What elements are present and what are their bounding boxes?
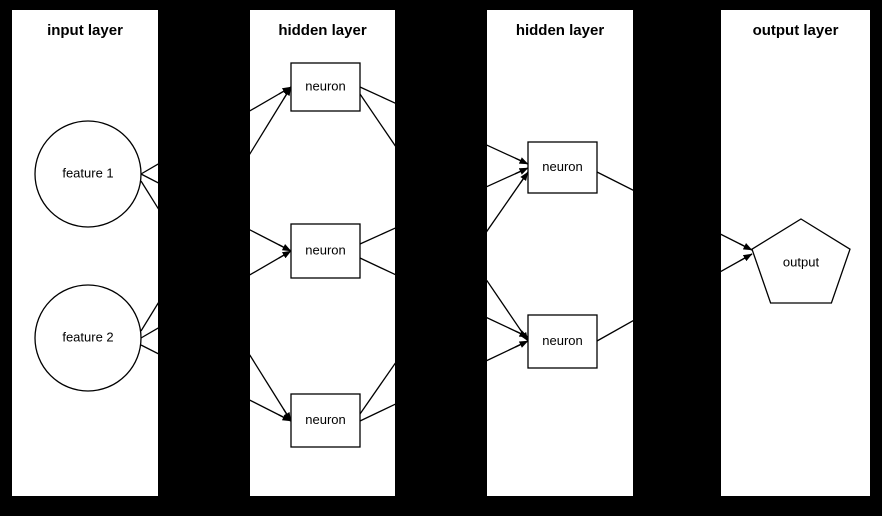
edge-feature2-to-hidden1-neuron3 <box>250 399 292 422</box>
edge-feature2-to-hidden1-neuron1-arrowhead <box>283 86 292 100</box>
layer-title-output: output layer <box>752 22 839 39</box>
node-feature-2[interactable]: feature 2 <box>34 284 142 392</box>
edge-feature1-to-hidden1-neuron2-arrowhead <box>278 244 292 252</box>
edge-feature2-to-hidden1-neuron1 <box>250 86 292 155</box>
hidden1-neuron-3-label: neuron <box>305 412 345 427</box>
hidden2-neuron-1-label: neuron <box>542 159 582 174</box>
hidden1-neuron-2-label: neuron <box>305 242 345 257</box>
feature-1-label: feature 1 <box>62 165 113 180</box>
edge-hidden2-neuron1-to-output-arrowhead <box>739 243 753 251</box>
edge-hidden1-neuron1-to-hidden2-neuron1 <box>359 86 395 104</box>
edge-hidden1-neuron3-to-hidden2-neuron1-arrowhead <box>519 171 529 184</box>
layer-shapes-input: feature 1 feature 2 <box>34 120 158 392</box>
layer-title-hidden-2: hidden layer <box>515 22 605 39</box>
hidden1-neuron-1-label: neuron <box>305 78 345 93</box>
node-hidden2-neuron-2[interactable]: neuron <box>527 314 598 369</box>
edge-hidden1-neuron1-to-hidden2-neuron1 <box>487 144 529 165</box>
edge-hidden2-neuron2-to-output-arrowhead <box>739 253 753 262</box>
clipped-edges-output <box>721 233 753 273</box>
edge-hidden1-neuron3-to-hidden2-neuron2 <box>359 403 395 422</box>
edge-hidden1-neuron3-to-hidden2-neuron1 <box>487 171 529 233</box>
edge-hidden2-neuron2-to-output <box>596 320 633 342</box>
node-output-node[interactable]: output <box>751 218 851 304</box>
edge-hidden1-neuron2-to-hidden2-neuron1-arrowhead <box>514 167 529 175</box>
edge-hidden1-neuron2-to-hidden2-neuron2 <box>487 317 529 338</box>
edge-hidden1-neuron2-to-hidden2-neuron1 <box>487 167 529 188</box>
layer-title-input: input layer <box>47 22 123 39</box>
edge-hidden1-neuron2-to-hidden2-neuron2-arrowhead <box>515 330 529 338</box>
edge-hidden2-neuron2-to-output <box>721 253 753 273</box>
edge-feature1-to-hidden1-neuron1 <box>250 86 292 112</box>
edge-hidden1-neuron3-to-hidden2-neuron1 <box>359 362 395 415</box>
layer-shapes-hidden-2: neuron neuron <box>487 141 633 369</box>
edge-feature2-to-hidden1-neuron2-arrowhead <box>278 250 292 259</box>
layer-shapes-output: output <box>721 218 851 304</box>
layer-panel-hidden-1: hidden layer neuron neuron neuron <box>250 10 395 496</box>
edge-hidden1-neuron3-to-hidden2-neuron2 <box>487 340 529 362</box>
edge-hidden1-neuron2-to-hidden2-neuron2 <box>359 257 395 276</box>
clipped-edges-hidden-2 <box>487 144 633 362</box>
node-hidden2-neuron-1[interactable]: neuron <box>527 141 598 194</box>
edge-hidden1-neuron3-to-hidden2-neuron2-arrowhead <box>515 340 529 348</box>
output-node-label: output <box>783 254 820 269</box>
edge-hidden1-neuron1-to-hidden2-neuron2 <box>359 93 395 147</box>
layer-panel-input: input layer feature 1 feature 2 <box>12 10 158 496</box>
edge-feature2-to-hidden1-neuron3-arrowhead <box>278 414 292 422</box>
node-hidden1-neuron-1[interactable]: neuron <box>290 62 361 112</box>
layer-title-hidden-1: hidden layer <box>278 22 367 39</box>
edge-feature2-to-hidden1-neuron2 <box>250 250 292 276</box>
hidden2-neuron-2-label: neuron <box>542 333 582 348</box>
edge-hidden1-neuron1-to-hidden2-neuron2 <box>487 279 529 342</box>
edge-hidden2-neuron1-to-output <box>596 171 633 191</box>
clipped-edges-hidden-1 <box>250 86 395 422</box>
layer-panel-output: output layer output <box>721 10 870 496</box>
node-feature-1[interactable]: feature 1 <box>34 120 142 228</box>
node-hidden1-neuron-2[interactable]: neuron <box>290 223 361 279</box>
layer-panel-hidden-2: hidden layer neuron neuron <box>487 10 633 496</box>
edge-hidden1-neuron2-to-hidden2-neuron1 <box>359 227 395 245</box>
edge-hidden2-neuron1-to-output <box>721 233 753 251</box>
edge-feature1-to-hidden1-neuron2 <box>250 229 292 252</box>
feature-2-label: feature 2 <box>62 329 113 344</box>
edge-feature1-to-hidden1-neuron3 <box>250 354 292 422</box>
edge-hidden1-neuron1-to-hidden2-neuron1-arrowhead <box>515 157 529 165</box>
